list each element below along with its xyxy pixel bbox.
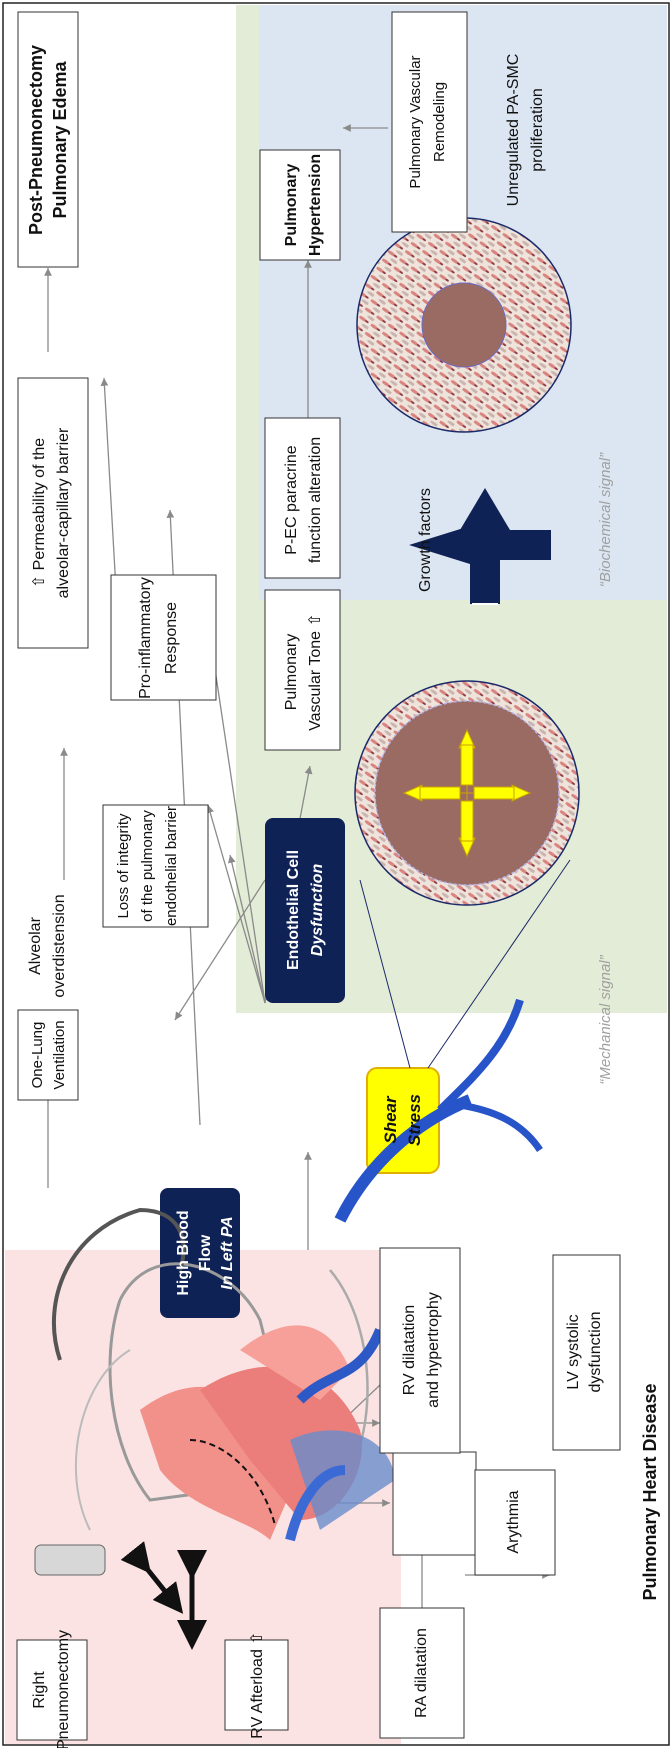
growth-arrow-tip bbox=[460, 488, 510, 530]
pro-inflammatory-label-1: Pro-inflammatory bbox=[137, 577, 154, 699]
text-boxes bbox=[16, 11, 621, 1741]
right-pneumonectomy-label-1: Right bbox=[31, 1671, 48, 1709]
loss-integrity-label-3: endothelial barrier bbox=[163, 806, 180, 926]
permeability-label-1: ⇧ Permeability of the bbox=[31, 438, 48, 588]
edema-label-1: Post-Pneumonectomy bbox=[26, 45, 46, 235]
one-lung-label-2: Ventilation bbox=[51, 1020, 68, 1089]
high-flow-label-1: High Blood bbox=[175, 1210, 192, 1295]
endothelial-dysfunction-box bbox=[265, 818, 345, 1003]
hypertension-label-2: Hypertension bbox=[307, 154, 324, 256]
growth-factors-label: Growth factors bbox=[417, 488, 434, 592]
shear-label-1: Shear bbox=[381, 1095, 400, 1144]
trachea-icon bbox=[34, 1544, 106, 1576]
pro-inflammatory-label-2: Response bbox=[163, 602, 180, 674]
one-lung-label-1: One-Lung bbox=[29, 1022, 46, 1089]
paracrine-label-2: function alteration bbox=[307, 437, 324, 563]
high-flow-label-3: In Left PA bbox=[219, 1216, 236, 1289]
biochemical-label: “Biochemical signal” bbox=[597, 452, 614, 587]
heart-lung-illustration bbox=[34, 998, 543, 1576]
mechanical-label: “Mechanical signal” bbox=[597, 954, 614, 1084]
pressure-arrows bbox=[120, 1541, 207, 1650]
ec-dysfunction-label-2: Dysfunction bbox=[309, 864, 326, 957]
growth-arrow-shaft bbox=[470, 530, 500, 604]
lv-dysfunction-label-1: LV systolic bbox=[565, 1314, 582, 1389]
rv-dilatation-label-2: and hypertrophy bbox=[425, 1292, 442, 1408]
high-flow-label-2: Flow bbox=[197, 1234, 214, 1271]
permeability-label-2: alveolar-capillary barrier bbox=[55, 427, 72, 598]
vessel-mechanical bbox=[354, 680, 580, 906]
pulmonary-heart-label: Pulmonary Heart Disease bbox=[640, 1383, 660, 1600]
lv-dysfunction-label-2: dysfunction bbox=[587, 1312, 604, 1393]
arythmia-label: Arythmia bbox=[505, 1490, 522, 1553]
pa-smc-label-2: proliferation bbox=[529, 88, 546, 172]
loss-integrity-label-2: of the pulmonary bbox=[139, 810, 156, 922]
rv-dilatation-label-1: RV dilatation bbox=[401, 1305, 418, 1395]
edema-label-2: Pulmonary Edema bbox=[50, 60, 70, 218]
loss-integrity-label-1: Loss of integrity bbox=[115, 813, 132, 919]
overdistension-label-2: overdistension bbox=[51, 894, 68, 997]
pa-smc-label-1: Unregulated PA-SMC bbox=[505, 54, 522, 207]
rv-afterload-label: RV Afterload ⇧ bbox=[249, 1631, 266, 1738]
remodeling-label-1: Pulmonary Vascular bbox=[407, 55, 424, 188]
shear-label-2: Stress bbox=[405, 1094, 424, 1146]
vessel-biochemical bbox=[356, 217, 572, 433]
ec-dysfunction-label-1: Endothelial Cell bbox=[285, 850, 302, 970]
hypertension-label-1: Pulmonary bbox=[283, 164, 300, 247]
high-flow-box bbox=[160, 1188, 240, 1318]
vascular-tone-label-2: Vascular Tone ⇧ bbox=[307, 613, 324, 731]
paracrine-label-1: P-EC paracrine bbox=[283, 445, 300, 554]
ra-dilatation-label: RA dilatation bbox=[413, 1628, 430, 1718]
right-pneumonectomy-label-2: Pneumonectomy bbox=[55, 1630, 72, 1748]
remodeling-label-2: Remodeling bbox=[431, 82, 448, 162]
vascular-tone-label-1: Pulmonary bbox=[283, 634, 300, 710]
overdistension-label-1: Alveolar bbox=[27, 916, 44, 974]
